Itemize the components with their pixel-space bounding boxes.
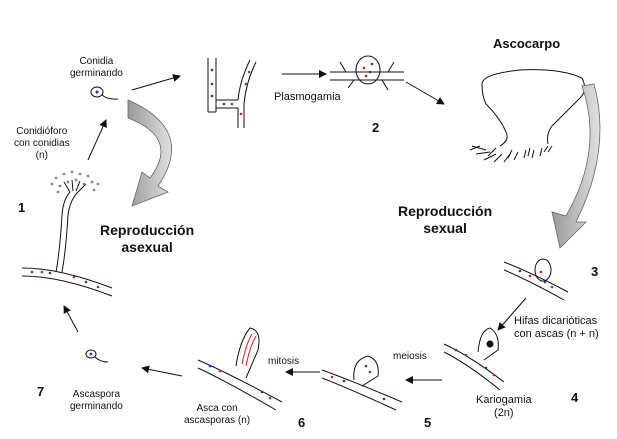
stage-number-3: 3 <box>591 264 599 279</box>
conidiophore-drawing <box>21 179 113 297</box>
stage6-nuclei <box>208 364 272 400</box>
label-meiosis: meiosis <box>393 351 427 362</box>
sexual-cycle-curved-arrow <box>551 83 601 249</box>
conidia-germinating-drawing <box>90 86 119 100</box>
stage3-nuclei <box>518 269 554 289</box>
plasmogamy-drawing <box>330 55 404 91</box>
stage3-drawing <box>503 258 569 301</box>
stage-number-7: 7 <box>37 384 45 399</box>
ascocarp-drawing <box>469 69 586 163</box>
stage-number-6: 6 <box>298 415 306 430</box>
plasmogamy-nuclei <box>362 62 374 78</box>
stage-number-4: 4 <box>571 390 579 405</box>
hyphae-nuclei <box>210 68 251 116</box>
label-plasmogamia: Plasmogamia <box>274 91 341 103</box>
stage4-nuclei <box>454 348 496 377</box>
stage5-nuclei <box>330 364 386 401</box>
stage5-drawing <box>321 355 403 411</box>
label-kariogamia: Kariogamia(2n) <box>476 394 532 419</box>
stage-number-1: 1 <box>18 200 26 215</box>
label-ascocarpo: Ascocarpo <box>493 36 561 51</box>
cycle-arrows <box>63 70 527 384</box>
stage4-drawing <box>443 327 505 391</box>
conidiophore-nuclei <box>30 270 100 289</box>
asexual-cycle-curved-arrow <box>127 99 172 207</box>
conidia-spores <box>50 170 100 194</box>
hyphae-fusing-drawing <box>207 58 257 128</box>
label-mitosis: mitosis <box>268 356 300 367</box>
stage6-drawing <box>197 327 283 411</box>
stage-number-5: 5 <box>424 415 432 430</box>
stage-number-2: 2 <box>372 120 380 135</box>
ascospore-germinating-drawing <box>85 349 109 363</box>
